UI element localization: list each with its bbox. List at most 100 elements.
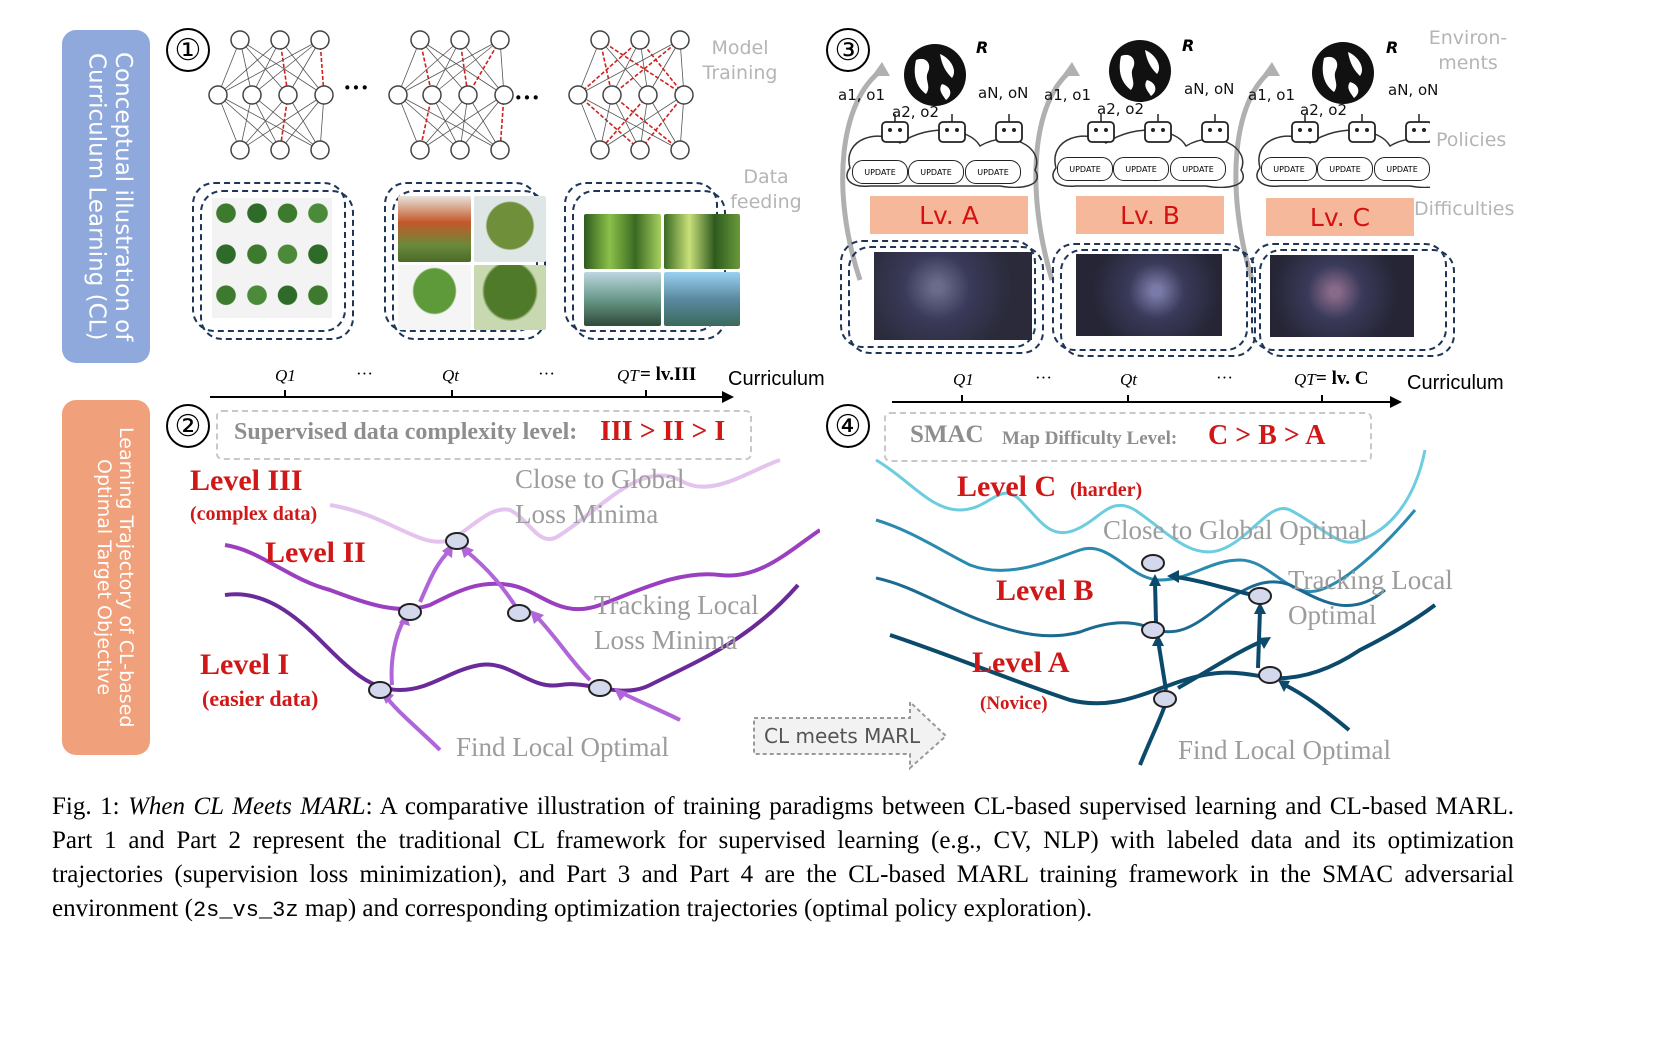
nn-node <box>602 85 622 105</box>
caption-body-1: : A comparative illustration of training… <box>52 793 1515 922</box>
nn-node <box>242 85 262 105</box>
nn-ellipsis-2: ··· <box>514 83 541 112</box>
smac-panel-c-outer <box>1251 243 1447 351</box>
tree-photo <box>473 264 546 330</box>
agent-first-label: a1, o1 <box>838 86 885 104</box>
axis-tick-q1: Q1 <box>275 366 296 385</box>
forest-photo <box>663 214 740 269</box>
update-badge: UPDATE <box>965 160 1021 184</box>
nn-node <box>230 30 250 50</box>
smac-header-smac: SMAC <box>910 421 984 448</box>
forest-photo <box>663 271 740 326</box>
forest-photo <box>584 271 661 326</box>
level-c-sublabel: (harder) <box>1070 479 1143 501</box>
nn-node <box>422 85 442 105</box>
nn-node <box>630 30 650 50</box>
robot-icon <box>1087 121 1115 143</box>
agent-last-label: aN, oN <box>1184 80 1235 98</box>
tree-thumb <box>273 198 302 236</box>
nn-node <box>638 85 658 105</box>
forest-photos-complex <box>584 214 740 326</box>
reward-label: R <box>1386 38 1399 57</box>
smac-screenshot-c <box>1270 255 1414 337</box>
nn-node <box>490 30 510 50</box>
data-panel-easy-inner <box>200 190 354 340</box>
agent-first-label: a1, o1 <box>1248 86 1295 104</box>
robot-icon <box>1201 121 1229 143</box>
tree-thumb <box>242 198 271 236</box>
nn-node <box>490 140 510 160</box>
policies-label: Policies <box>1436 129 1507 151</box>
nn-node <box>230 140 250 160</box>
robot-icon <box>938 121 966 143</box>
supervised-header-red: III > II > I <box>600 416 726 447</box>
nn-node <box>450 30 470 50</box>
smac-screenshot-a <box>874 252 1032 340</box>
curriculum-label: Curriculum <box>1407 372 1504 394</box>
smac-panel-c-inner <box>1259 249 1455 357</box>
globe-icon <box>1312 42 1374 104</box>
globe-icon <box>1109 40 1171 102</box>
neural-network-diagrams <box>208 30 694 160</box>
agent-second-label: a2, o2 <box>892 103 939 121</box>
level-a-label: Level A <box>972 646 1070 679</box>
global-optimal-label: Close to Global Optimal <box>1103 515 1368 545</box>
bridge-label: CL meets MARL <box>764 724 921 748</box>
globe-icon <box>904 44 966 106</box>
level-b-label: Level B <box>996 574 1094 607</box>
nn-node <box>310 30 330 50</box>
curriculum-label: Curriculum <box>728 368 825 390</box>
find-local-label: Find Local Optimal <box>1178 735 1391 765</box>
nn-node <box>674 85 694 105</box>
axis-tick-q1: Q1 <box>953 370 974 389</box>
supervised-trajectory-plot <box>224 458 820 752</box>
smac-header-gray: Map Difficulty Level: <box>1002 428 1178 449</box>
data-panel-easy-outer <box>192 182 346 332</box>
axis-qT-value: = lv. C <box>1316 368 1369 389</box>
global-minima-label: Close to Global Loss Minima <box>515 464 685 530</box>
tree-thumb <box>304 239 332 277</box>
update-badge: UPDATE <box>1113 157 1169 181</box>
axis-tick-qT: QT <box>617 366 639 385</box>
nn-node <box>630 140 650 160</box>
axis-dots: ··· <box>1035 368 1052 387</box>
nn-node <box>590 140 610 160</box>
level-c-label: Level C <box>957 470 1057 503</box>
reward-label: R <box>976 38 989 57</box>
update-badge: UPDATE <box>1317 157 1373 181</box>
update-badge: UPDATE <box>852 160 908 184</box>
axis-dots: ··· <box>356 364 373 383</box>
nn-node <box>670 140 690 160</box>
robot-icon <box>995 121 1023 143</box>
level-1-label: Level I <box>200 648 290 681</box>
update-badge: UPDATE <box>1261 157 1317 181</box>
curriculum-axes <box>210 390 1402 408</box>
caption-lead: Fig. 1: <box>52 793 129 820</box>
update-badge: UPDATE <box>908 160 964 184</box>
update-badge: UPDATE <box>1170 157 1226 181</box>
supervised-header-box <box>216 410 752 460</box>
axis-tick-qT: QT <box>1294 370 1316 389</box>
nn-node <box>410 140 430 160</box>
tree-thumb <box>304 198 332 236</box>
smac-header-red: C > B > A <box>1208 420 1326 451</box>
environments-label: Environ- ments <box>1428 27 1508 74</box>
smac-header-box <box>884 412 1372 462</box>
neural-network-2 <box>388 30 514 160</box>
level-a-sublabel: (Novice) <box>980 693 1048 714</box>
neural-network-3 <box>568 30 694 160</box>
nn-node <box>314 85 334 105</box>
update-badge: UPDATE <box>1374 157 1430 181</box>
smac-screenshot-b <box>1076 254 1222 336</box>
tracking-minima-label: Tracking Local Loss Minima <box>594 590 759 656</box>
nn-node <box>670 30 690 50</box>
smac-panel-b-inner <box>1060 249 1256 357</box>
nn-node <box>450 140 470 160</box>
nn-node <box>568 85 588 105</box>
data-feeding-label: Data feeding <box>730 166 802 213</box>
tree-grid-simple <box>212 198 332 318</box>
tracking-optimal-label: Tracking Local Optimal <box>1288 565 1453 631</box>
axis-tick-qt: Qt <box>442 366 459 385</box>
nn-node <box>494 85 514 105</box>
nn-node <box>590 30 610 50</box>
